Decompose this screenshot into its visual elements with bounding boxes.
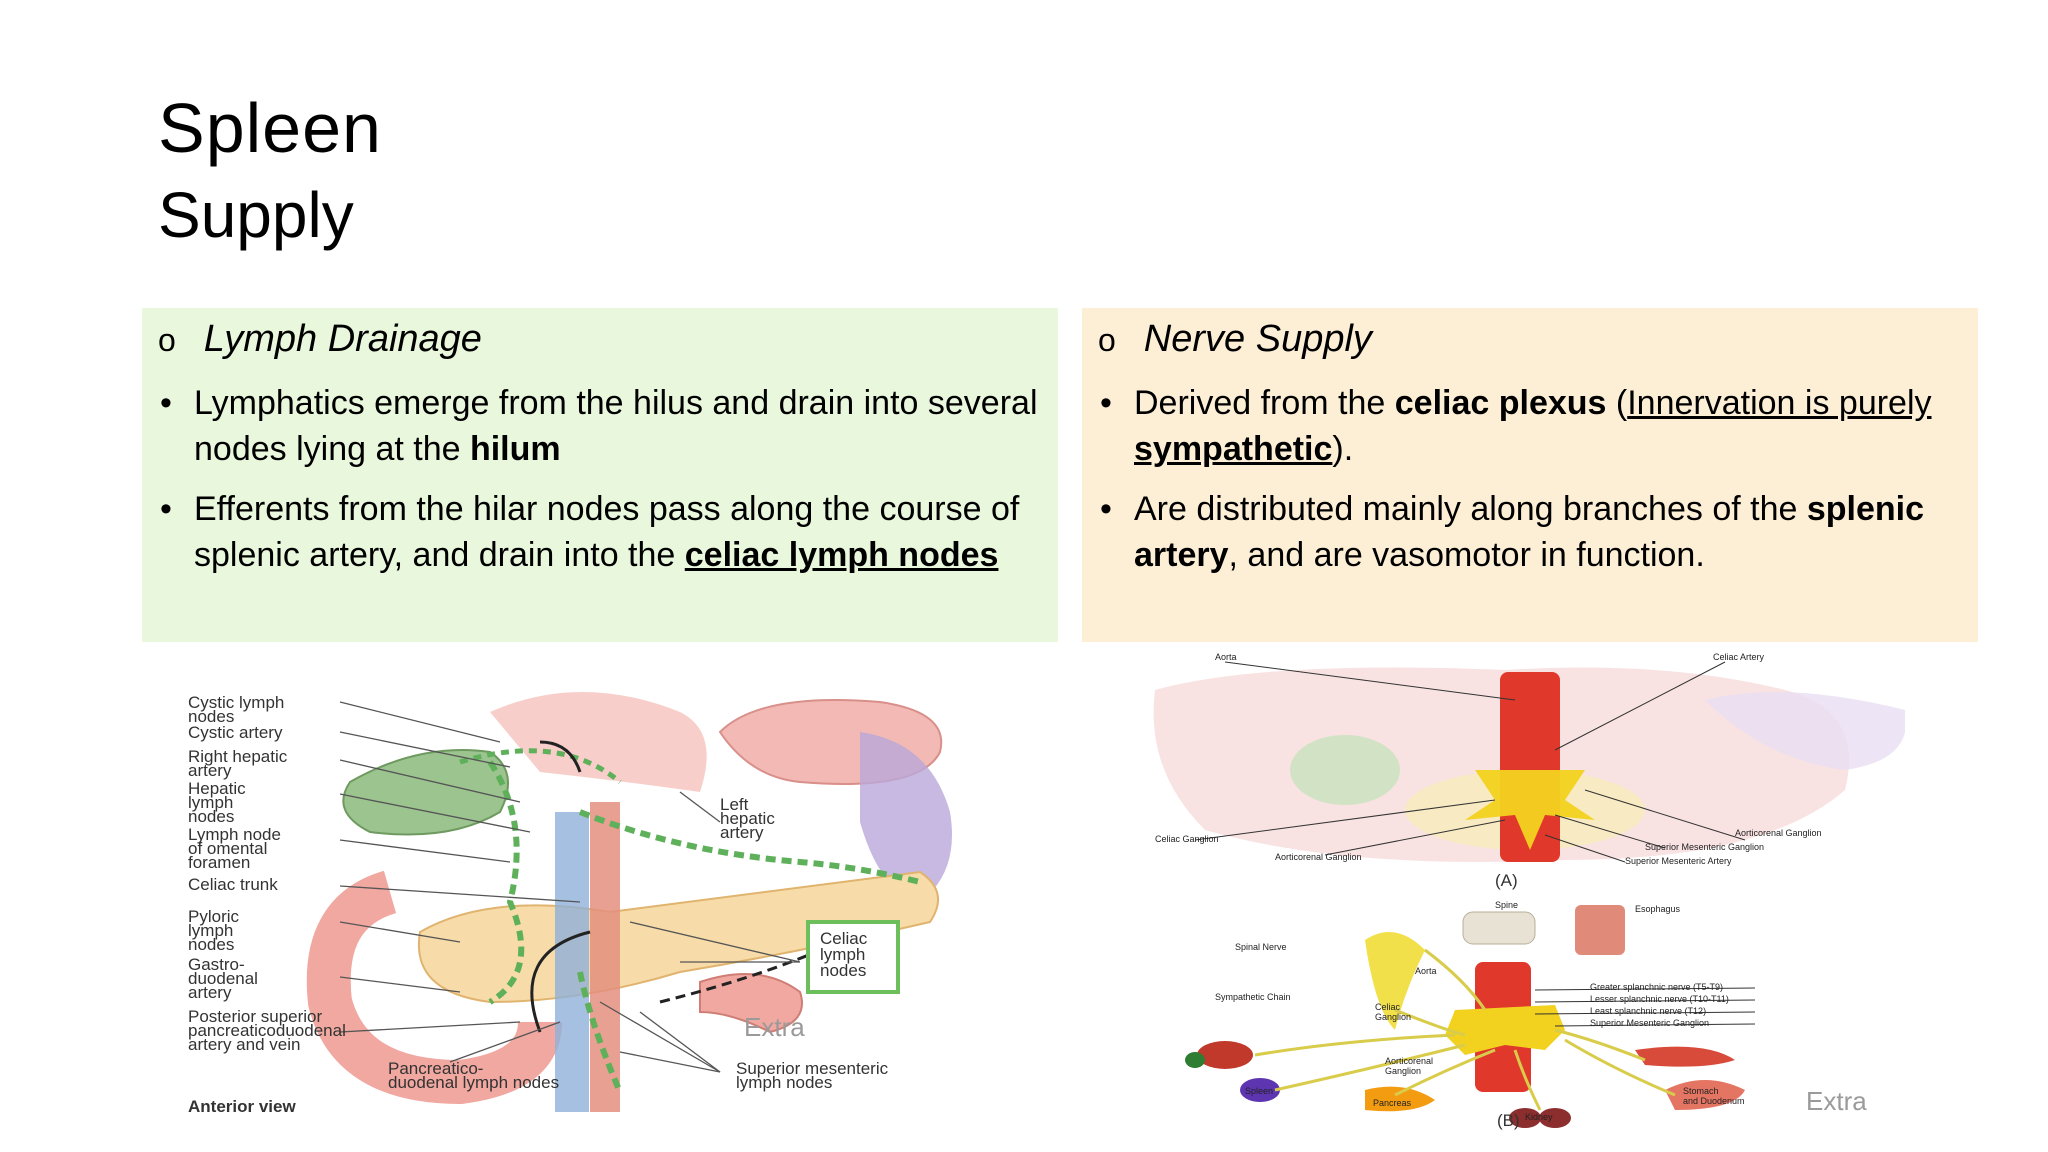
a-label-celiac-ganglion: Celiac Ganglion — [1155, 834, 1219, 844]
label-duodenal-lymph-nodes: duodenal lymph nodes — [388, 1073, 559, 1092]
label-pyloric-nodes: nodes — [188, 935, 234, 954]
label-sm-lymph-nodes: lymph nodes — [736, 1073, 832, 1092]
hollow-bullet-icon: o — [158, 322, 176, 358]
b-label-lesser-splanchnic: Lesser splanchnic nerve (T10-T11) — [1590, 994, 1729, 1004]
lymph-bullet-list: Lymphatics emerge from the hilus and dra… — [154, 380, 1048, 592]
extra-note-left: Extra — [744, 1012, 805, 1042]
label-cystic-lymph-nodes: nodes — [188, 707, 234, 726]
b-label-spine: Spine — [1495, 900, 1518, 910]
a-label-aorticorenal-ganglion-right: Aorticorenal Ganglion — [1735, 828, 1822, 838]
lymph-b2-text: Efferents from the hilar nodes pass alon… — [194, 490, 1020, 574]
nerve-anatomy-figure: Aorta Celiac Artery Celiac Ganglion Aort… — [1145, 650, 1907, 1130]
label-foramen: foramen — [188, 853, 250, 872]
label-celiac-box-2: lymph — [820, 945, 865, 964]
label-left: Left — [720, 795, 749, 814]
lymph-anatomy-illustration: Cystic lymph nodes Cystic artery Right h… — [188, 692, 952, 1116]
a-label-aorta: Aorta — [1215, 652, 1237, 662]
b-label-celiac: Celiac — [1375, 1002, 1401, 1012]
label-lymph-node: Lymph node — [188, 825, 281, 844]
nerve-b1-bold: celiac plexus — [1394, 384, 1607, 422]
b-label-celiac-ganglion: Ganglion — [1375, 1012, 1411, 1022]
label-posterior-superior: Posterior superior — [188, 1007, 323, 1026]
b-caption: (B) — [1497, 1111, 1520, 1130]
label-cystic-artery: Cystic artery — [188, 723, 283, 742]
b-label-sympathetic-chain: Sympathetic Chain — [1215, 992, 1291, 1002]
label-left-hepatic-artery: artery — [720, 823, 764, 842]
b-label-kidney: Kidney — [1525, 1112, 1553, 1122]
b-label-aorta: Aorta — [1415, 966, 1437, 976]
lymph-b1-text: Lymphatics emerge from the hilus and dra… — [194, 384, 1038, 468]
a-label-aorticorenal-ganglion: Aorticorenal Ganglion — [1275, 852, 1362, 862]
b-label-duodenum: and Duodenum — [1683, 1096, 1745, 1106]
label-hepatic-lymph: lymph — [188, 793, 233, 812]
nerve-heading-text: Nerve Supply — [1143, 318, 1372, 360]
label-gastro: Gastro- — [188, 955, 245, 974]
lymph-bullet-2: Efferents from the hilar nodes pass alon… — [154, 486, 1048, 578]
b-label-spinal-nerve: Spinal Nerve — [1235, 942, 1287, 952]
label-celiac-box-3: nodes — [820, 961, 866, 980]
nerve-b1-underlined-bold: sympathetic — [1134, 430, 1333, 468]
label-pyloric-lymph: lymph — [188, 921, 233, 940]
a-caption: (A) — [1495, 871, 1518, 890]
label-superior-mesenteric: Superior mesenteric — [736, 1059, 889, 1078]
b-label-pancreas: Pancreas — [1373, 1098, 1412, 1108]
nerve-b1-pre: Derived from the — [1134, 384, 1395, 422]
nerve-anatomy-illustration: Aorta Celiac Artery Celiac Ganglion Aort… — [1153, 652, 1907, 1130]
b-label-least-splanchnic: Least splanchnic nerve (T12) — [1590, 1006, 1706, 1016]
slide-title: Spleen — [158, 89, 382, 167]
nerve-bullet-1: Derived from the celiac plexus (Innervat… — [1094, 380, 1968, 472]
label-gastroduodenal-artery: artery — [188, 983, 232, 1002]
label-anterior-view: Anterior view — [188, 1097, 296, 1116]
label-celiac-trunk: Celiac trunk — [188, 875, 278, 894]
extra-note-right: Extra — [1806, 1086, 1867, 1116]
b-label-esophagus: Esophagus — [1635, 904, 1681, 914]
nerve-supply-box: o Nerve Supply Derived from the celiac pl… — [1082, 308, 1978, 642]
label-artery-and-vein: artery and vein — [188, 1035, 300, 1054]
lymph-anatomy-figure: Cystic lymph nodes Cystic artery Right h… — [160, 672, 1040, 1132]
label-of-omental: of omental — [188, 839, 267, 858]
label-duodenal: duodenal — [188, 969, 258, 988]
label-pyloric: Pyloric — [188, 907, 240, 926]
label-celiac-box-1: Celiac — [820, 929, 868, 948]
nerve-b1-close: ). — [1332, 430, 1354, 468]
nerve-supply-heading: o Nerve Supply — [1098, 318, 1372, 361]
lymph-heading-text: Lymph Drainage — [203, 318, 482, 360]
nerve-b2-bold: splenic artery — [1134, 490, 1924, 574]
slide-subtitle: Supply — [158, 179, 354, 251]
hollow-bullet-icon: o — [1098, 322, 1116, 358]
b-label-aorticorenal: Aorticorenal — [1385, 1056, 1433, 1066]
label-pancreatico: Pancreatico- — [388, 1059, 483, 1078]
label-hepatic: Hepatic — [188, 779, 246, 798]
lymph-bullet-1: Lymphatics emerge from the hilus and dra… — [154, 380, 1048, 472]
label-pancreaticoduodenal: pancreaticoduodenal — [188, 1021, 346, 1040]
lymph-drainage-box: o Lymph Drainage Lymphatics emerge from t… — [142, 308, 1058, 642]
label-left-hepatic: hepatic — [720, 809, 775, 828]
label-right-hepatic: Right hepatic — [188, 747, 288, 766]
label-cystic-lymph: Cystic lymph — [188, 693, 284, 712]
nerve-b1-underlined: Innervation is purely — [1627, 384, 1932, 422]
a-label-sm-ganglion: Superior Mesenteric Ganglion — [1645, 842, 1764, 852]
a-label-sm-artery: Superior Mesenteric Artery — [1625, 856, 1732, 866]
nerve-bullet-list: Derived from the celiac plexus (Innervat… — [1094, 380, 1968, 592]
nerve-bullet-2: Are distributed mainly along branches of… — [1094, 486, 1968, 578]
nerve-b2-pre: Are distributed mainly along branches of… — [1134, 490, 1807, 528]
nerve-b1-open: ( — [1606, 384, 1628, 422]
label-hepatic-nodes: nodes — [188, 807, 234, 826]
lymph-b2-bold: celiac lymph nodes — [684, 536, 999, 574]
b-label-spleen: Spleen — [1245, 1086, 1273, 1096]
b-label-sm-ganglion: Superior Mesenteric Ganglion — [1590, 1018, 1709, 1028]
a-label-celiac-artery: Celiac Artery — [1713, 652, 1765, 662]
b-label-greater-splanchnic: Greater splanchnic nerve (T5-T9) — [1590, 982, 1723, 992]
label-right-hepatic-artery: artery — [188, 761, 232, 780]
b-label-aorticorenal-ganglion: Ganglion — [1385, 1066, 1421, 1076]
nerve-b2-post: , and are vasomotor in function. — [1228, 536, 1705, 574]
lymph-drainage-heading: o Lymph Drainage — [158, 318, 482, 361]
b-label-stomach: Stomach — [1683, 1086, 1719, 1096]
lymph-b1-bold: hilum — [469, 430, 561, 468]
